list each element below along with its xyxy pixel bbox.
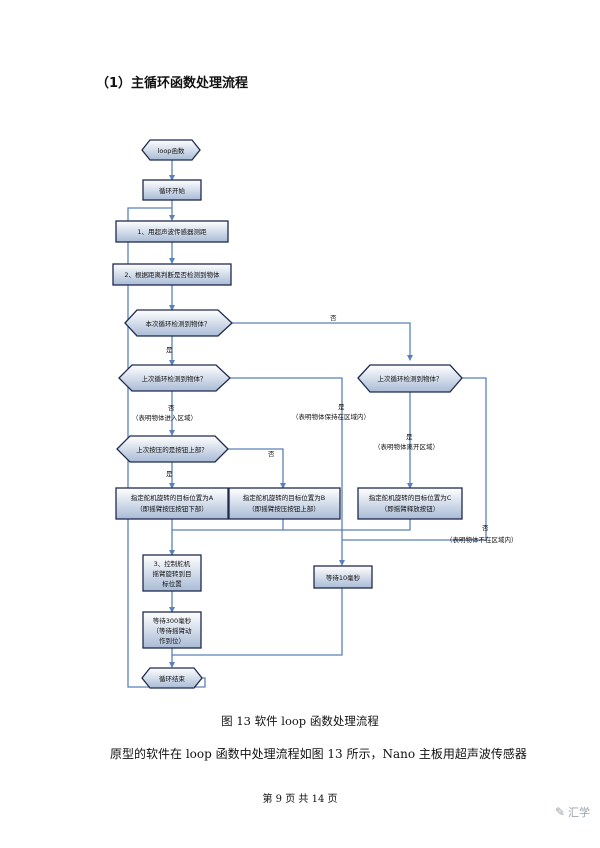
decision-last-button-top: 上次按压的是按钮上部？ [116,435,229,463]
label-no-button: 否 [268,450,275,458]
node-step2-judge: 2、根据距离判断是否检测到物体 [112,263,232,286]
svg-text:2、根据距离判断是否检测到物体: 2、根据距离判断是否检测到物体 [124,270,220,279]
note-keep: （表明物体保持在区域内） [292,412,370,421]
svg-text:作到位）: 作到位） [159,636,185,645]
wechat-icon: ✎ [554,805,565,819]
label-no-right: 否 [482,524,489,532]
svg-text:标位置: 标位置 [162,579,182,588]
label-yes-right: 是 [406,433,413,441]
label-yes-button: 是 [166,470,173,478]
svg-text:loop函数: loop函数 [158,146,185,155]
node-target-c: 指定舵机旋转的目标位置为C （即摇臂释放按钮） [357,487,463,520]
svg-text:上次循环检测到物体？: 上次循环检测到物体？ [142,374,207,383]
note-enter: （表明物体进入区域） [132,413,197,422]
node-loop-fn: loop函数 [141,139,201,161]
node-wait-300ms: 等待300毫秒 （等待摇臂动 作到位） [142,611,202,649]
figure-caption: 图 13 软件 loop 函数处理流程 [221,714,379,728]
svg-text:等待300毫秒: 等待300毫秒 [153,616,192,625]
node-loop-end: 循环结束 [141,667,203,689]
svg-text:指定舵机旋转的目标位置为A: 指定舵机旋转的目标位置为A [131,493,214,502]
svg-text:循环开始: 循环开始 [159,186,186,195]
svg-text:（即摇臂按压按钮下部）: （即摇臂按压按钮下部） [136,504,208,513]
svg-text:本次循环检测到物体？: 本次循环检测到物体？ [146,319,211,328]
svg-text:3、控制舵机: 3、控制舵机 [154,559,191,568]
watermark: ✎ 汇学 [555,804,590,820]
note-absent: （表明物体不在区域内） [446,535,518,544]
decision-prev-detected-left: 上次循环检测到物体？ [118,364,231,392]
label-no-1: 否 [330,314,337,322]
node-target-a: 指定舵机旋转的目标位置为A （即摇臂按压按钮下部） [115,487,229,520]
svg-text:等待10毫秒: 等待10毫秒 [326,573,361,582]
decision-current-detected: 本次循环检测到物体？ [124,309,233,337]
svg-text:（即摇臂按压按钮上部）: （即摇臂按压按钮上部） [248,504,320,513]
svg-text:（等待摇臂动: （等待摇臂动 [153,626,193,635]
loop-flowchart: loop函数 循环开始 1、用超声波传感器测距 2、根据距离判断是否检测到物体 … [112,139,518,689]
svg-text:指定舵机旋转的目标位置为C: 指定舵机旋转的目标位置为C [369,493,452,502]
svg-text:摇臂旋转到目: 摇臂旋转到目 [153,569,192,578]
svg-text:1、用超声波传感器测距: 1、用超声波传感器测距 [137,227,207,236]
label-yes-left: 是 [338,403,345,411]
section-heading: （1）主循环函数处理流程 [96,76,249,91]
svg-text:循环结束: 循环结束 [159,674,186,683]
node-wait-10ms: 等待10毫秒 [313,565,373,589]
note-leave: （表明物体离开区域） [374,442,439,451]
svg-text:指定舵机旋转的目标位置为B: 指定舵机旋转的目标位置为B [243,493,325,502]
label-no-left: 否 [168,404,175,412]
body-paragraph: 原型的软件在 loop 函数中处理流程如图 13 所示，Nano 主板用超声波传… [110,747,527,761]
label-yes-1: 是 [166,346,173,354]
node-step1-measure: 1、用超声波传感器测距 [115,220,229,243]
node-target-b: 指定舵机旋转的目标位置为B （即摇臂按压按钮上部） [228,487,341,520]
decision-prev-detected-right: 上次循环检测到物体？ [357,364,463,393]
connector-lines [127,160,487,688]
node-step3-control-servo: 3、控制舵机 摇臂旋转到目 标位置 [142,554,202,592]
node-loop-start: 循环开始 [142,179,202,201]
svg-text:（即摇臂释放按钮）: （即摇臂释放按钮） [381,504,440,513]
svg-text:上次循环检测到物体？: 上次循环检测到物体？ [378,374,443,383]
watermark-text: 汇学 [568,806,590,819]
page-number: 第 9 页 共 14 页 [262,794,338,805]
svg-text:上次按压的是按钮上部？: 上次按压的是按钮上部？ [136,445,208,454]
